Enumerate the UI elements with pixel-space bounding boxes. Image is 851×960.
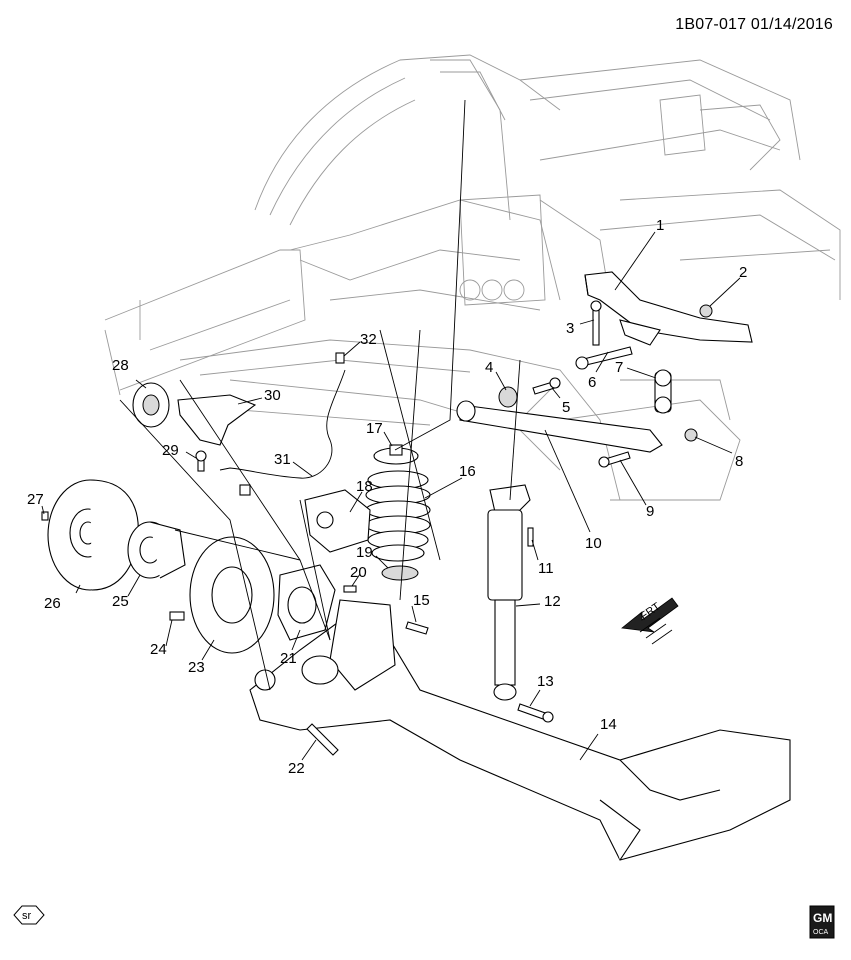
part-18-brake-caliper bbox=[304, 489, 371, 553]
callout-18: 18 bbox=[356, 478, 373, 495]
leader-lines bbox=[41, 99, 741, 761]
callout-16: 16 bbox=[459, 463, 476, 480]
part-22-bolt bbox=[306, 723, 339, 756]
callout-19: 19 bbox=[356, 544, 373, 561]
callout-2: 2 bbox=[739, 264, 747, 281]
callout-6: 6 bbox=[588, 374, 596, 391]
part-17-upper-spring-seat bbox=[373, 444, 419, 465]
part-15-bolt bbox=[405, 621, 429, 635]
gm-logo-subtext: OCA bbox=[813, 929, 829, 936]
part-7-link bbox=[654, 369, 672, 414]
callout-29: 29 bbox=[162, 442, 179, 459]
part-4-bushing bbox=[498, 386, 518, 408]
callout-31: 31 bbox=[274, 451, 291, 468]
part-25-hub bbox=[127, 521, 186, 579]
gm-logo-text: GM bbox=[813, 911, 832, 925]
callout-4: 4 bbox=[485, 359, 493, 376]
callout-28: 28 bbox=[112, 357, 129, 374]
part-5-bolt bbox=[532, 377, 561, 395]
diagram-header: 1B07-017 01/14/2016 bbox=[675, 16, 833, 34]
callout-12: 12 bbox=[544, 593, 561, 610]
callout-10: 10 bbox=[585, 535, 602, 552]
front-direction-arrow: FRT bbox=[621, 597, 679, 645]
callout-21: 21 bbox=[280, 650, 297, 667]
part-20-bolt bbox=[343, 585, 357, 593]
callout-13: 13 bbox=[537, 673, 554, 690]
callout-23: 23 bbox=[188, 659, 205, 676]
callout-7: 7 bbox=[615, 359, 623, 376]
part-12-shock-absorber bbox=[487, 484, 531, 701]
part-21-knuckle bbox=[277, 564, 336, 641]
callout-14: 14 bbox=[600, 716, 617, 733]
part-13-bolt bbox=[517, 703, 554, 723]
callout-20: 20 bbox=[350, 564, 367, 581]
callout-labels: 1 2 3 4 5 6 7 8 9 10 11 12 13 14 15 16 1… bbox=[27, 217, 747, 777]
part-19-lower-spring-seat bbox=[381, 565, 419, 581]
callout-24: 24 bbox=[150, 641, 167, 658]
part-28-bushing bbox=[132, 382, 170, 428]
part-31-wheel-speed-harness bbox=[219, 369, 346, 496]
callout-30: 30 bbox=[264, 387, 281, 404]
part-32-connector bbox=[335, 352, 345, 364]
callout-22: 22 bbox=[288, 760, 305, 777]
part-26-brake-rotor bbox=[47, 479, 139, 591]
part-14-rear-axle bbox=[249, 599, 791, 861]
callout-5: 5 bbox=[562, 399, 570, 416]
callout-9: 9 bbox=[646, 503, 654, 520]
callout-15: 15 bbox=[413, 592, 430, 609]
part-27-screw bbox=[41, 511, 49, 521]
callout-25: 25 bbox=[112, 593, 129, 610]
part-30-bracket bbox=[177, 394, 257, 446]
sr-badge: sr bbox=[13, 905, 45, 925]
part-10-lateral-link bbox=[456, 400, 663, 453]
callout-26: 26 bbox=[44, 595, 61, 612]
callout-32: 32 bbox=[360, 331, 377, 348]
diagram-date: 01/14/2016 bbox=[750, 16, 833, 33]
part-23-backing-plate bbox=[189, 536, 275, 654]
callout-3: 3 bbox=[566, 320, 574, 337]
callout-1: 1 bbox=[656, 217, 664, 234]
part-3-bolt bbox=[590, 300, 602, 346]
part-2-nut bbox=[699, 304, 713, 318]
part-24-bolt bbox=[169, 611, 185, 621]
diagram-id: 1B07-017 bbox=[675, 16, 747, 33]
callout-17: 17 bbox=[366, 420, 383, 437]
part-6-bolt bbox=[575, 346, 633, 370]
part-9-bolt bbox=[598, 451, 631, 468]
part-16-coil-spring bbox=[365, 470, 431, 562]
callout-27: 27 bbox=[27, 491, 44, 508]
callout-11: 11 bbox=[538, 560, 554, 577]
gm-logo: GM OCA bbox=[809, 905, 835, 939]
callout-8: 8 bbox=[735, 453, 743, 470]
sr-label: sr bbox=[22, 910, 32, 922]
vehicle-body-outline bbox=[104, 54, 841, 501]
part-11-bolt bbox=[527, 527, 534, 547]
part-8-nut bbox=[684, 428, 698, 442]
part-1-control-arm bbox=[584, 271, 753, 346]
part-29-bolt bbox=[195, 450, 207, 472]
